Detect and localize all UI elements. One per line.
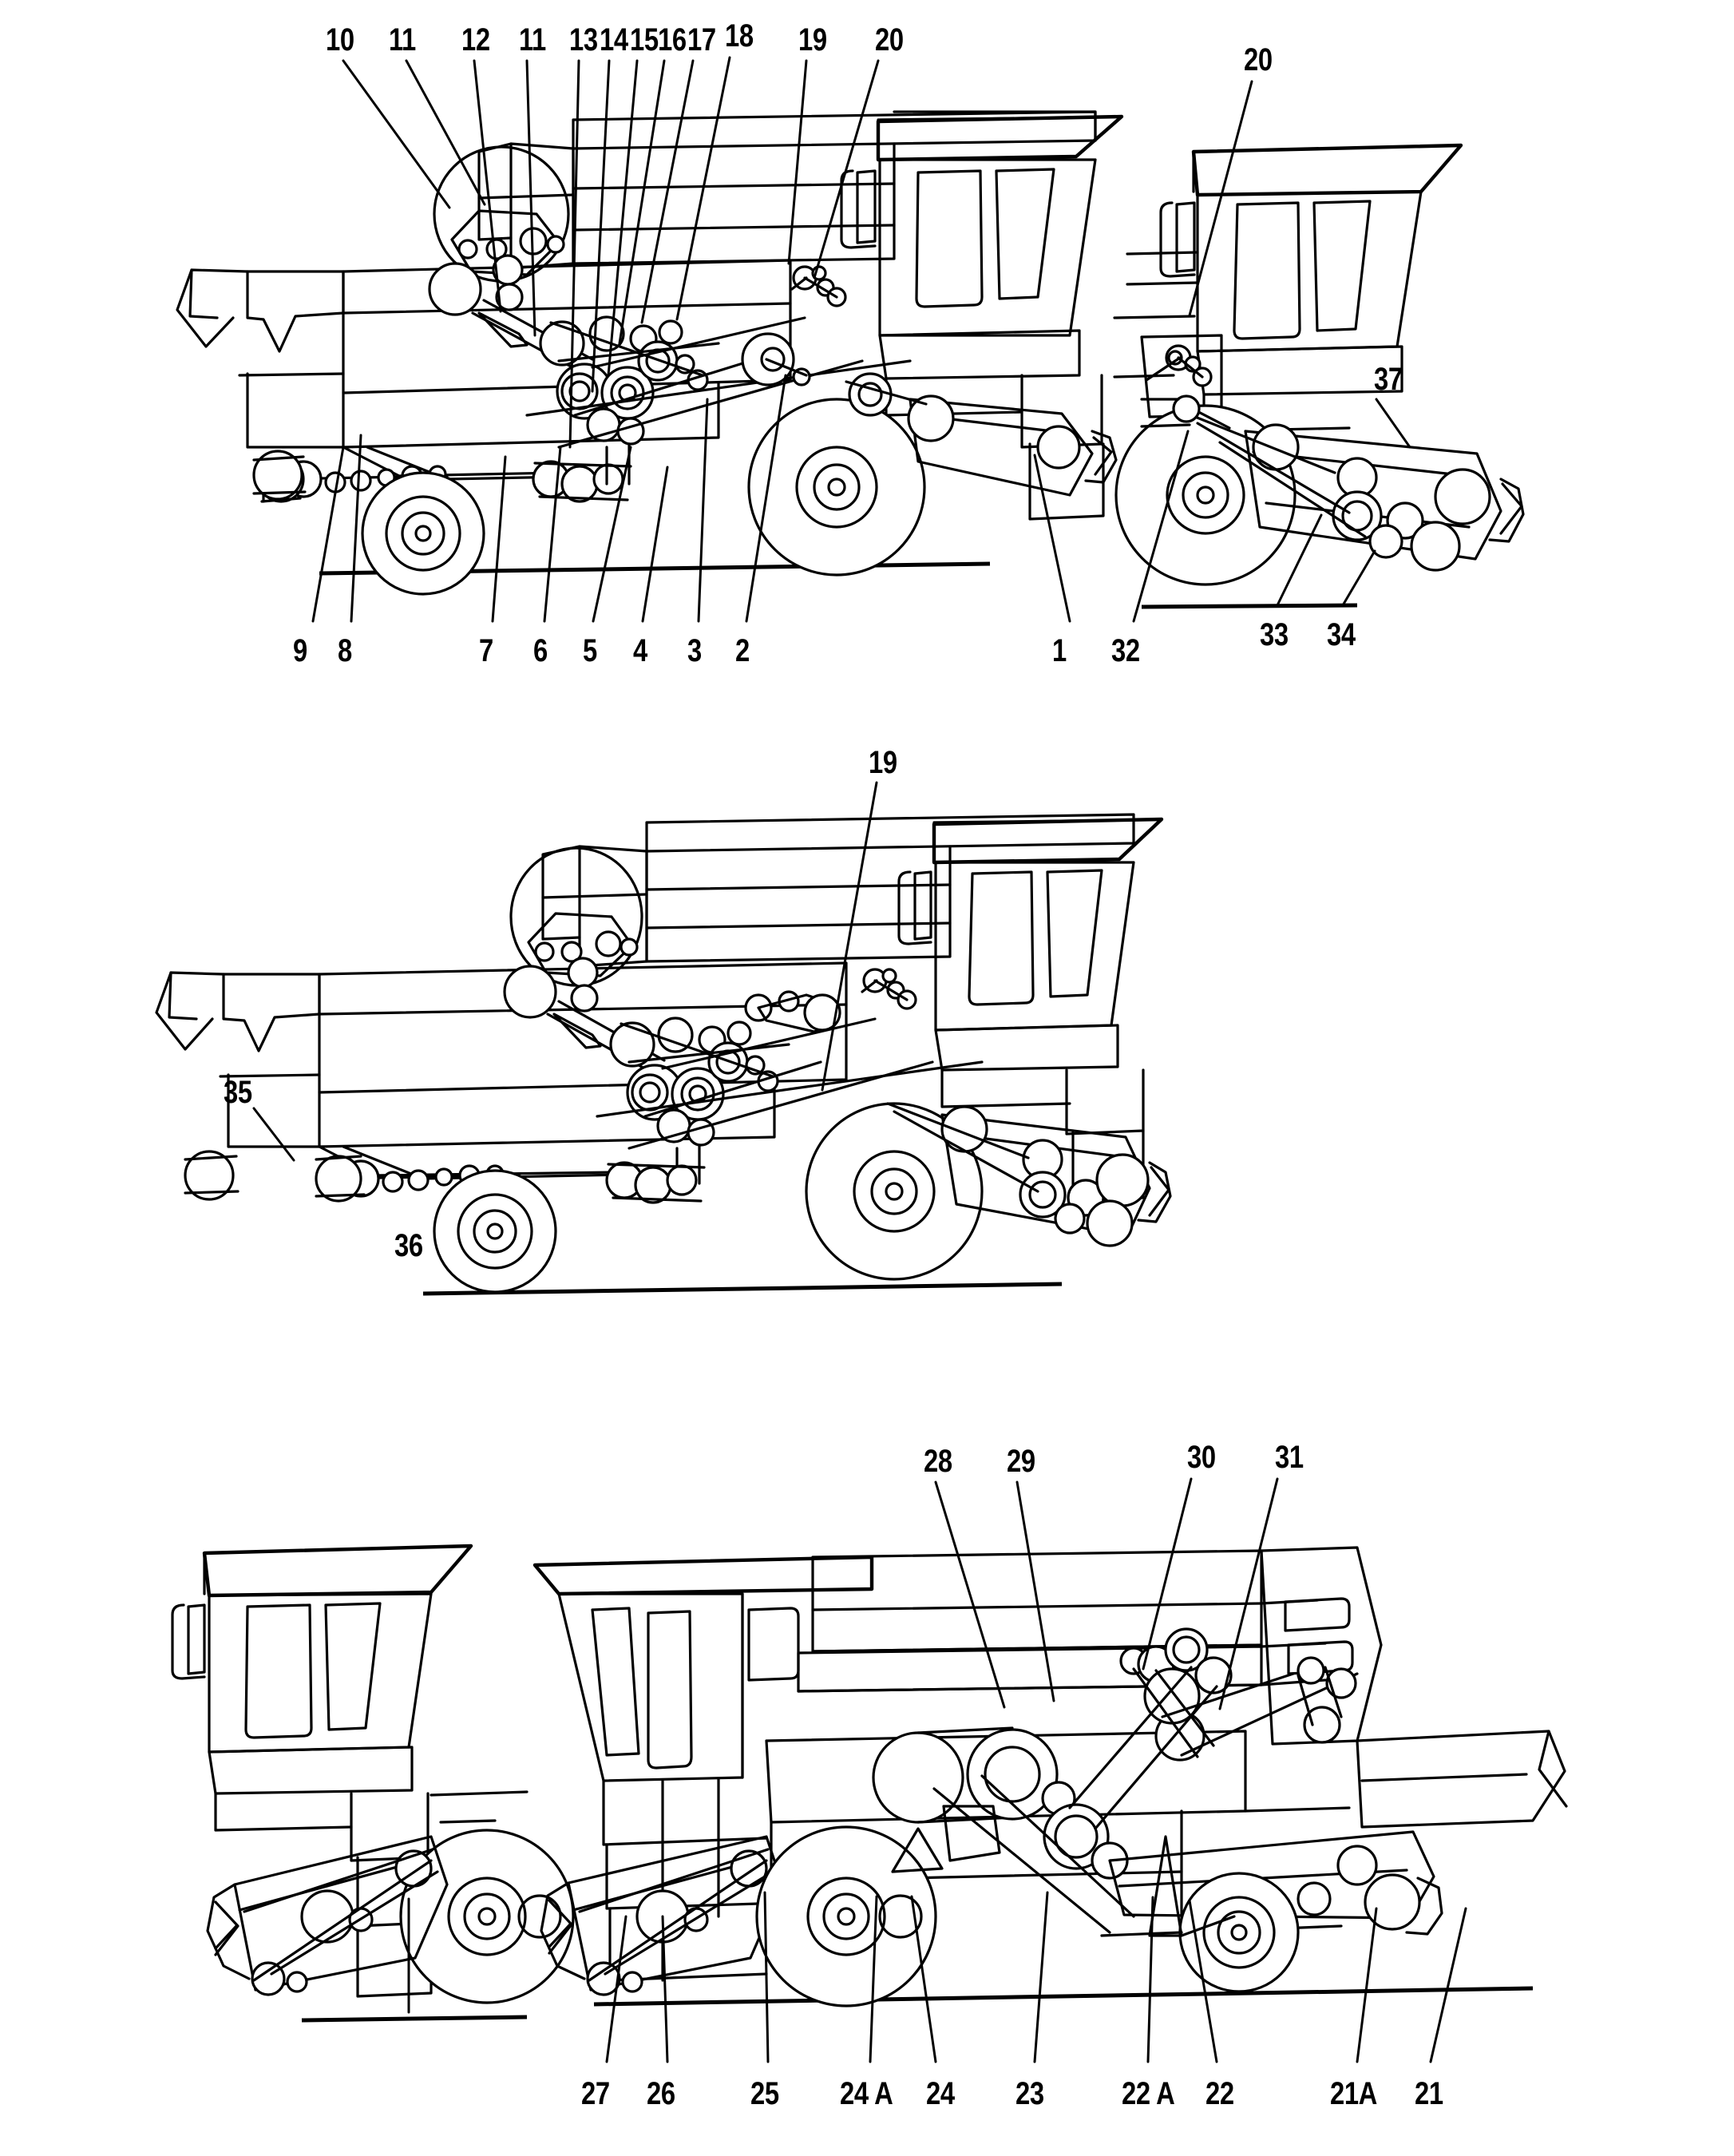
callout-number-14: 14 xyxy=(600,22,628,57)
callout-number-13: 13 xyxy=(569,22,598,57)
callout-number-33: 33 xyxy=(1260,617,1289,652)
callout-number-25: 25 xyxy=(750,2076,779,2111)
callout-number-19: 19 xyxy=(798,22,827,57)
callout-number-35: 35 xyxy=(224,1075,252,1110)
callout-number-17: 17 xyxy=(687,22,716,57)
callout-number-29: 29 xyxy=(1007,1444,1035,1479)
callout-number-26: 26 xyxy=(647,2076,675,2111)
callout-number-32: 32 xyxy=(1111,633,1140,668)
callout-number-18: 18 xyxy=(725,18,754,54)
callout-number-28: 28 xyxy=(924,1444,952,1479)
callout-number-27: 27 xyxy=(581,2076,610,2111)
callout-number-11: 11 xyxy=(389,22,416,57)
callout-number-3: 3 xyxy=(687,633,702,668)
callout-number-21A: 21A xyxy=(1330,2076,1377,2111)
callout-number-11: 11 xyxy=(519,22,546,57)
callout-number-1: 1 xyxy=(1052,633,1067,668)
callout-number-5: 5 xyxy=(583,633,597,668)
view-bottom-right xyxy=(535,1548,1566,2006)
callout-number-24: 24 xyxy=(926,2076,955,2111)
callout-number-9: 9 xyxy=(293,633,307,668)
callout-number-36: 36 xyxy=(394,1228,423,1263)
callout-number-22A: 22 A xyxy=(1122,2076,1175,2111)
callout-number-10: 10 xyxy=(326,22,354,57)
callout-number-30: 30 xyxy=(1187,1440,1216,1475)
callout-number-24A: 24 A xyxy=(840,2076,893,2111)
callout-number-8: 8 xyxy=(338,633,352,668)
callout-number-16: 16 xyxy=(658,22,687,57)
callout-number-19: 19 xyxy=(869,745,897,780)
view-middle xyxy=(156,814,1170,1294)
view-top-right xyxy=(1114,145,1523,607)
callout-number-2: 2 xyxy=(735,633,750,668)
callout-number-31: 31 xyxy=(1275,1440,1304,1475)
callout-number-12: 12 xyxy=(461,22,490,57)
callout-number-20: 20 xyxy=(875,22,904,57)
callout-number-20: 20 xyxy=(1244,42,1273,77)
callout-number-23: 23 xyxy=(1015,2076,1044,2111)
callout-number-21: 21 xyxy=(1415,2076,1443,2111)
callout-number-34: 34 xyxy=(1327,617,1356,652)
callout-number-37: 37 xyxy=(1374,362,1403,397)
view-bottom-left xyxy=(172,1546,573,2020)
callout-number-22: 22 xyxy=(1205,2076,1234,2111)
callout-number-6: 6 xyxy=(533,633,548,668)
callout-number-7: 7 xyxy=(479,633,493,668)
callout-number-4: 4 xyxy=(633,633,647,668)
callout-number-15: 15 xyxy=(630,22,659,57)
view-top-left xyxy=(177,112,1122,594)
